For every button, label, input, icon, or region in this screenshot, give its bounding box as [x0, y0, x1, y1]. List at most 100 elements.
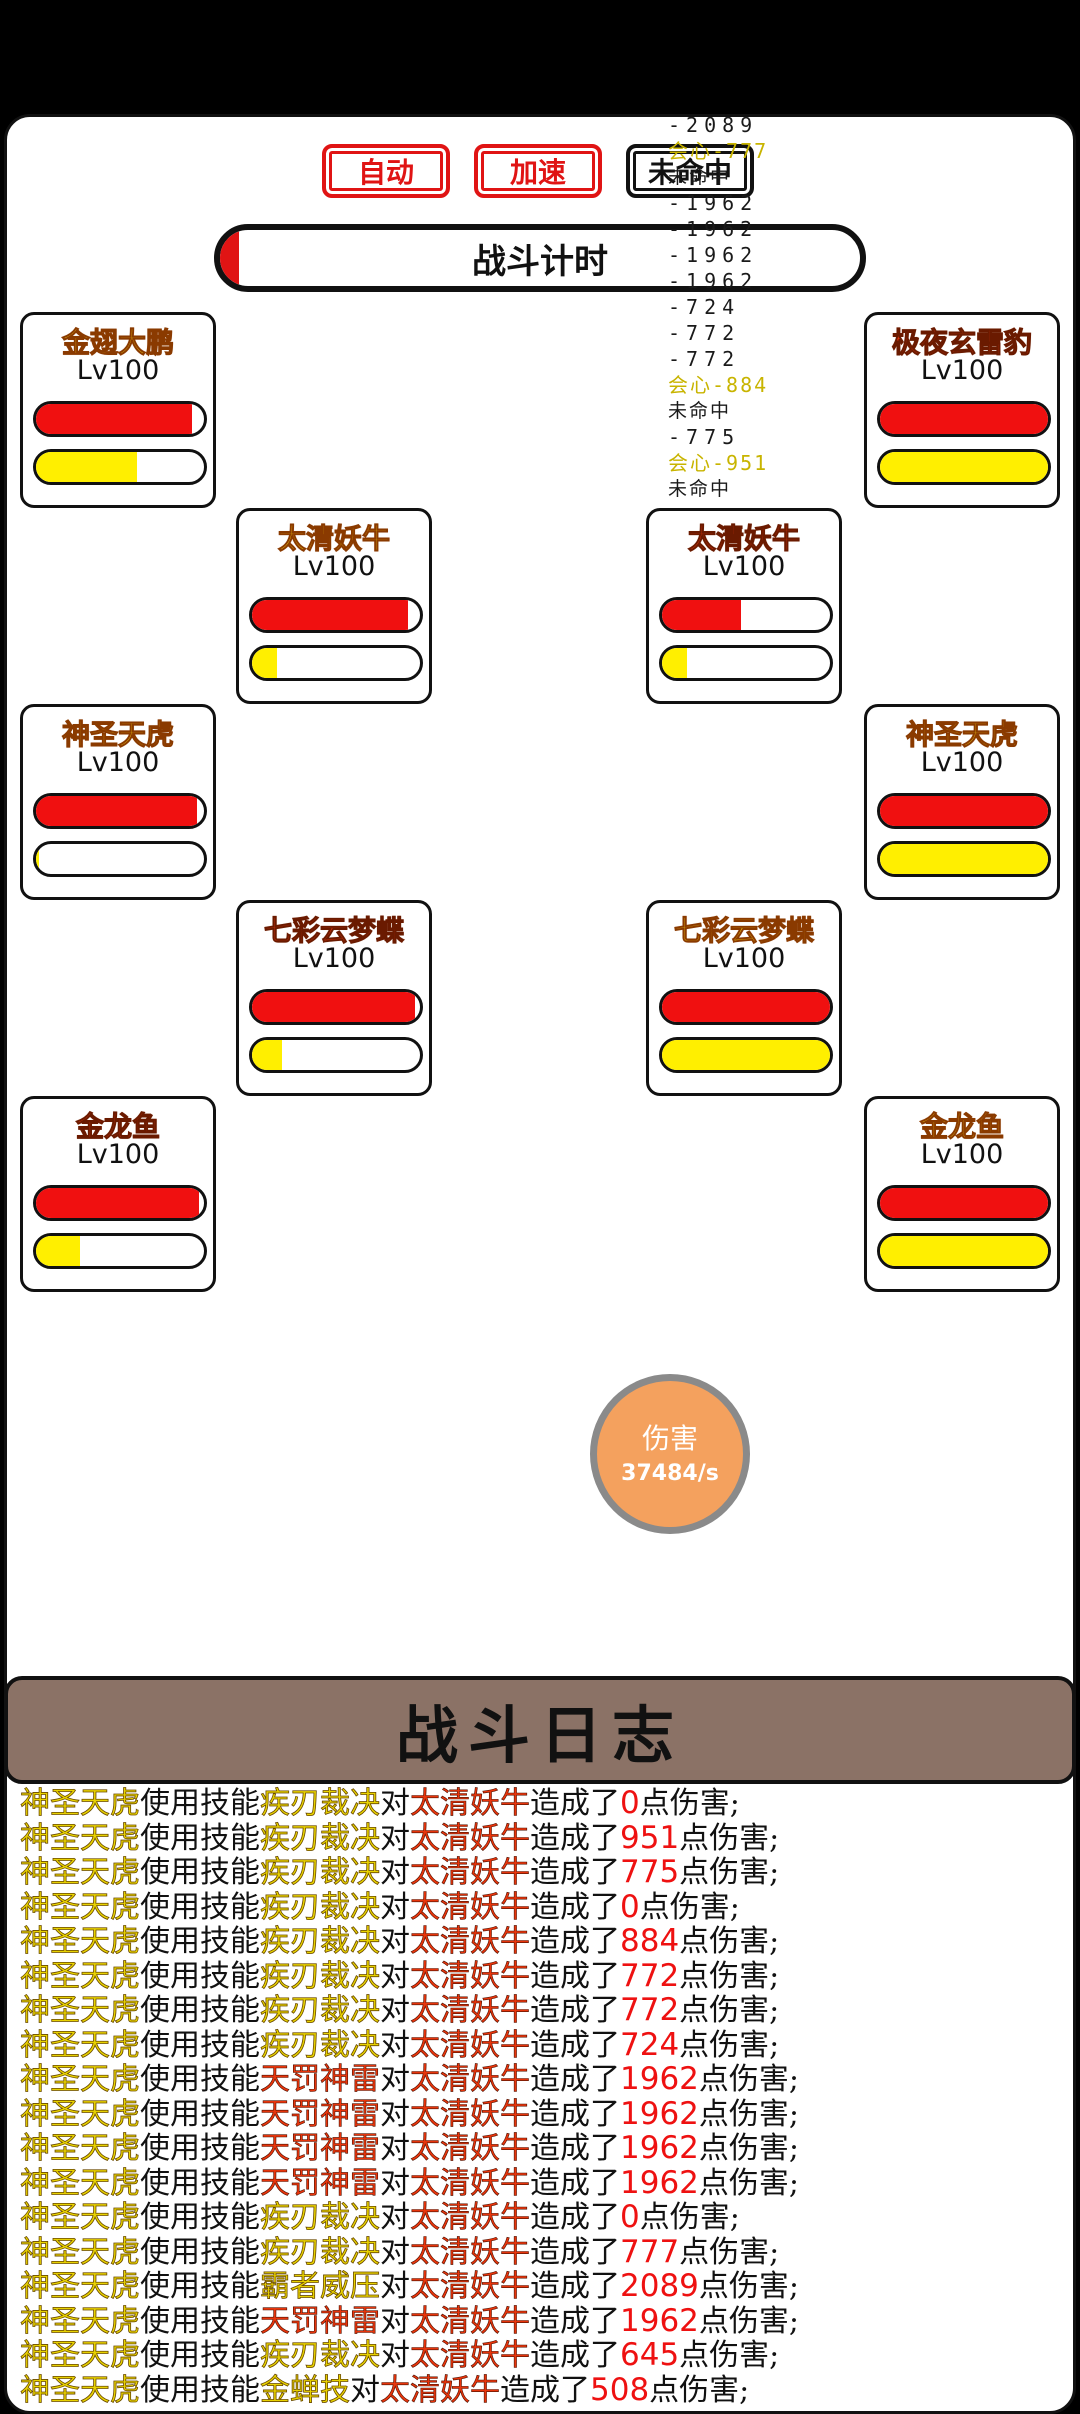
unit-level: Lv100 [292, 551, 376, 582]
floating-damage-item: -772 [668, 321, 741, 345]
unit-level: Lv100 [702, 943, 786, 974]
log-phrase-on: 对 [380, 2165, 410, 2201]
log-entry: 神圣天虎使用技能疾刃裁决对太清妖牛造成了775点伤害; [20, 1855, 1070, 1890]
floating-damage-item: 未命中 [668, 400, 732, 422]
log-phrase-on: 对 [380, 1820, 410, 1856]
hp-bar-fill [36, 1188, 199, 1218]
speed-button[interactable]: 加速 [474, 144, 602, 198]
log-damage: 1962 [620, 2164, 699, 2201]
log-phrase-dealt: 造成了 [530, 2200, 620, 2235]
log-phrase-dealt: 造成了 [530, 1855, 620, 1890]
auto-button[interactable]: 自动 [322, 144, 450, 198]
log-damage: 1962 [620, 2061, 699, 2097]
hp-bar [659, 989, 833, 1025]
log-phrase-suffix: 点伤害; [698, 2165, 800, 2201]
log-phrase-use: 使用技能 [140, 2131, 260, 2166]
log-skill: 疾刃裁决 [260, 1889, 381, 1925]
unit-level: Lv100 [920, 1139, 1004, 1170]
log-phrase-use: 使用技能 [140, 2165, 260, 2201]
log-phrase-suffix: 点伤害; [698, 2303, 800, 2339]
log-phrase-suffix: 点伤害; [679, 2027, 780, 2063]
log-target: 太清妖牛 [410, 1786, 531, 1821]
log-entry: 神圣天虎使用技能疾刃裁决对太清妖牛造成了645点伤害; [20, 2338, 1070, 2373]
log-entry: 神圣天虎使用技能天罚神雷对太清妖牛造成了1962点伤害; [20, 2164, 1070, 2201]
log-target: 太清妖牛 [380, 2372, 501, 2408]
log-damage: 772 [620, 1957, 680, 1994]
log-phrase-suffix: 点伤害; [698, 2096, 800, 2132]
log-damage: 1962 [620, 2095, 699, 2132]
log-phrase-dealt: 造成了 [530, 2338, 620, 2373]
hp-bar [249, 597, 423, 633]
log-phrase-use: 使用技能 [140, 2372, 260, 2408]
log-phrase-on: 对 [380, 2062, 410, 2097]
log-skill: 疾刃裁决 [260, 1958, 381, 1994]
log-phrase-use: 使用技能 [140, 2200, 260, 2235]
log-skill: 疾刃裁决 [260, 2027, 381, 2063]
unit-name: 极夜玄雷豹 [891, 326, 1032, 360]
log-entry: 神圣天虎使用技能天罚神雷对太清妖牛造成了1962点伤害; [20, 2095, 1070, 2132]
floating-damage-item: 会心-951 [668, 451, 769, 475]
log-skill: 天罚神雷 [260, 2096, 381, 2132]
log-phrase-on: 对 [380, 2096, 410, 2132]
log-actor: 神圣天虎 [20, 2096, 141, 2132]
log-damage: 0 [620, 1888, 640, 1925]
log-entry: 神圣天虎使用技能疾刃裁决对太清妖牛造成了724点伤害; [20, 2026, 1070, 2063]
hp-bar [659, 597, 833, 633]
log-target: 太清妖牛 [410, 2062, 531, 2097]
log-phrase-on: 对 [380, 2338, 410, 2373]
energy-bar-fill [880, 844, 1048, 874]
log-phrase-suffix: 点伤害; [679, 2338, 780, 2373]
log-actor: 神圣天虎 [20, 1820, 141, 1856]
energy-bar-fill [36, 1236, 80, 1266]
log-target: 太清妖牛 [410, 1924, 531, 1959]
log-actor: 神圣天虎 [20, 2200, 141, 2235]
log-phrase-use: 使用技能 [140, 2027, 260, 2063]
log-entry: 神圣天虎使用技能霸者威压对太清妖牛造成了2089点伤害; [20, 2269, 1070, 2304]
unit-level: Lv100 [292, 943, 376, 974]
energy-bar [249, 1037, 423, 1073]
hp-bar-fill [662, 600, 741, 630]
battle-log[interactable]: 神圣天虎使用技能疾刃裁决对太清妖牛造成了0点伤害;神圣天虎使用技能疾刃裁决对太清… [20, 1786, 1070, 2408]
log-phrase-on: 对 [380, 2027, 410, 2063]
log-damage: 777 [620, 2233, 680, 2270]
log-damage: 775 [620, 1854, 680, 1890]
log-skill: 霸者威压 [260, 2269, 381, 2304]
hp-bar-fill [36, 404, 193, 434]
energy-bar [877, 449, 1051, 485]
log-phrase-use: 使用技能 [140, 1820, 260, 1856]
log-phrase-use: 使用技能 [140, 1889, 260, 1925]
log-phrase-on: 对 [380, 2131, 410, 2166]
third-button[interactable]: 未命中 [626, 144, 754, 198]
log-phrase-on: 对 [380, 1889, 410, 1925]
log-phrase-dealt: 造成了 [530, 1993, 620, 2028]
energy-bar-fill [36, 844, 40, 874]
battle-timer: 战斗计时 [214, 224, 866, 292]
unit-name: 太清妖牛 [277, 522, 390, 556]
hp-bar [877, 793, 1051, 829]
log-actor: 神圣天虎 [20, 2165, 141, 2201]
log-actor: 神圣天虎 [20, 1889, 141, 1925]
floating-damage-item: -1962 [668, 191, 759, 215]
log-entry: 神圣天虎使用技能疾刃裁决对太清妖牛造成了772点伤害; [20, 1993, 1070, 2028]
log-phrase-dealt: 造成了 [530, 1889, 620, 1925]
log-skill: 疾刃裁决 [260, 2234, 381, 2270]
dps-bubble[interactable]: 伤害 37484/s [590, 1374, 750, 1534]
hp-bar [877, 401, 1051, 437]
floating-damage-item: -775 [668, 425, 741, 449]
log-actor: 神圣天虎 [20, 2131, 141, 2166]
log-actor: 神圣天虎 [20, 1855, 141, 1890]
log-phrase-suffix: 点伤害; [698, 2131, 800, 2166]
log-phrase-on: 对 [380, 1958, 410, 1994]
log-entry: 神圣天虎使用技能疾刃裁决对太清妖牛造成了951点伤害; [20, 1820, 1070, 1856]
log-damage: 724 [620, 2026, 680, 2063]
